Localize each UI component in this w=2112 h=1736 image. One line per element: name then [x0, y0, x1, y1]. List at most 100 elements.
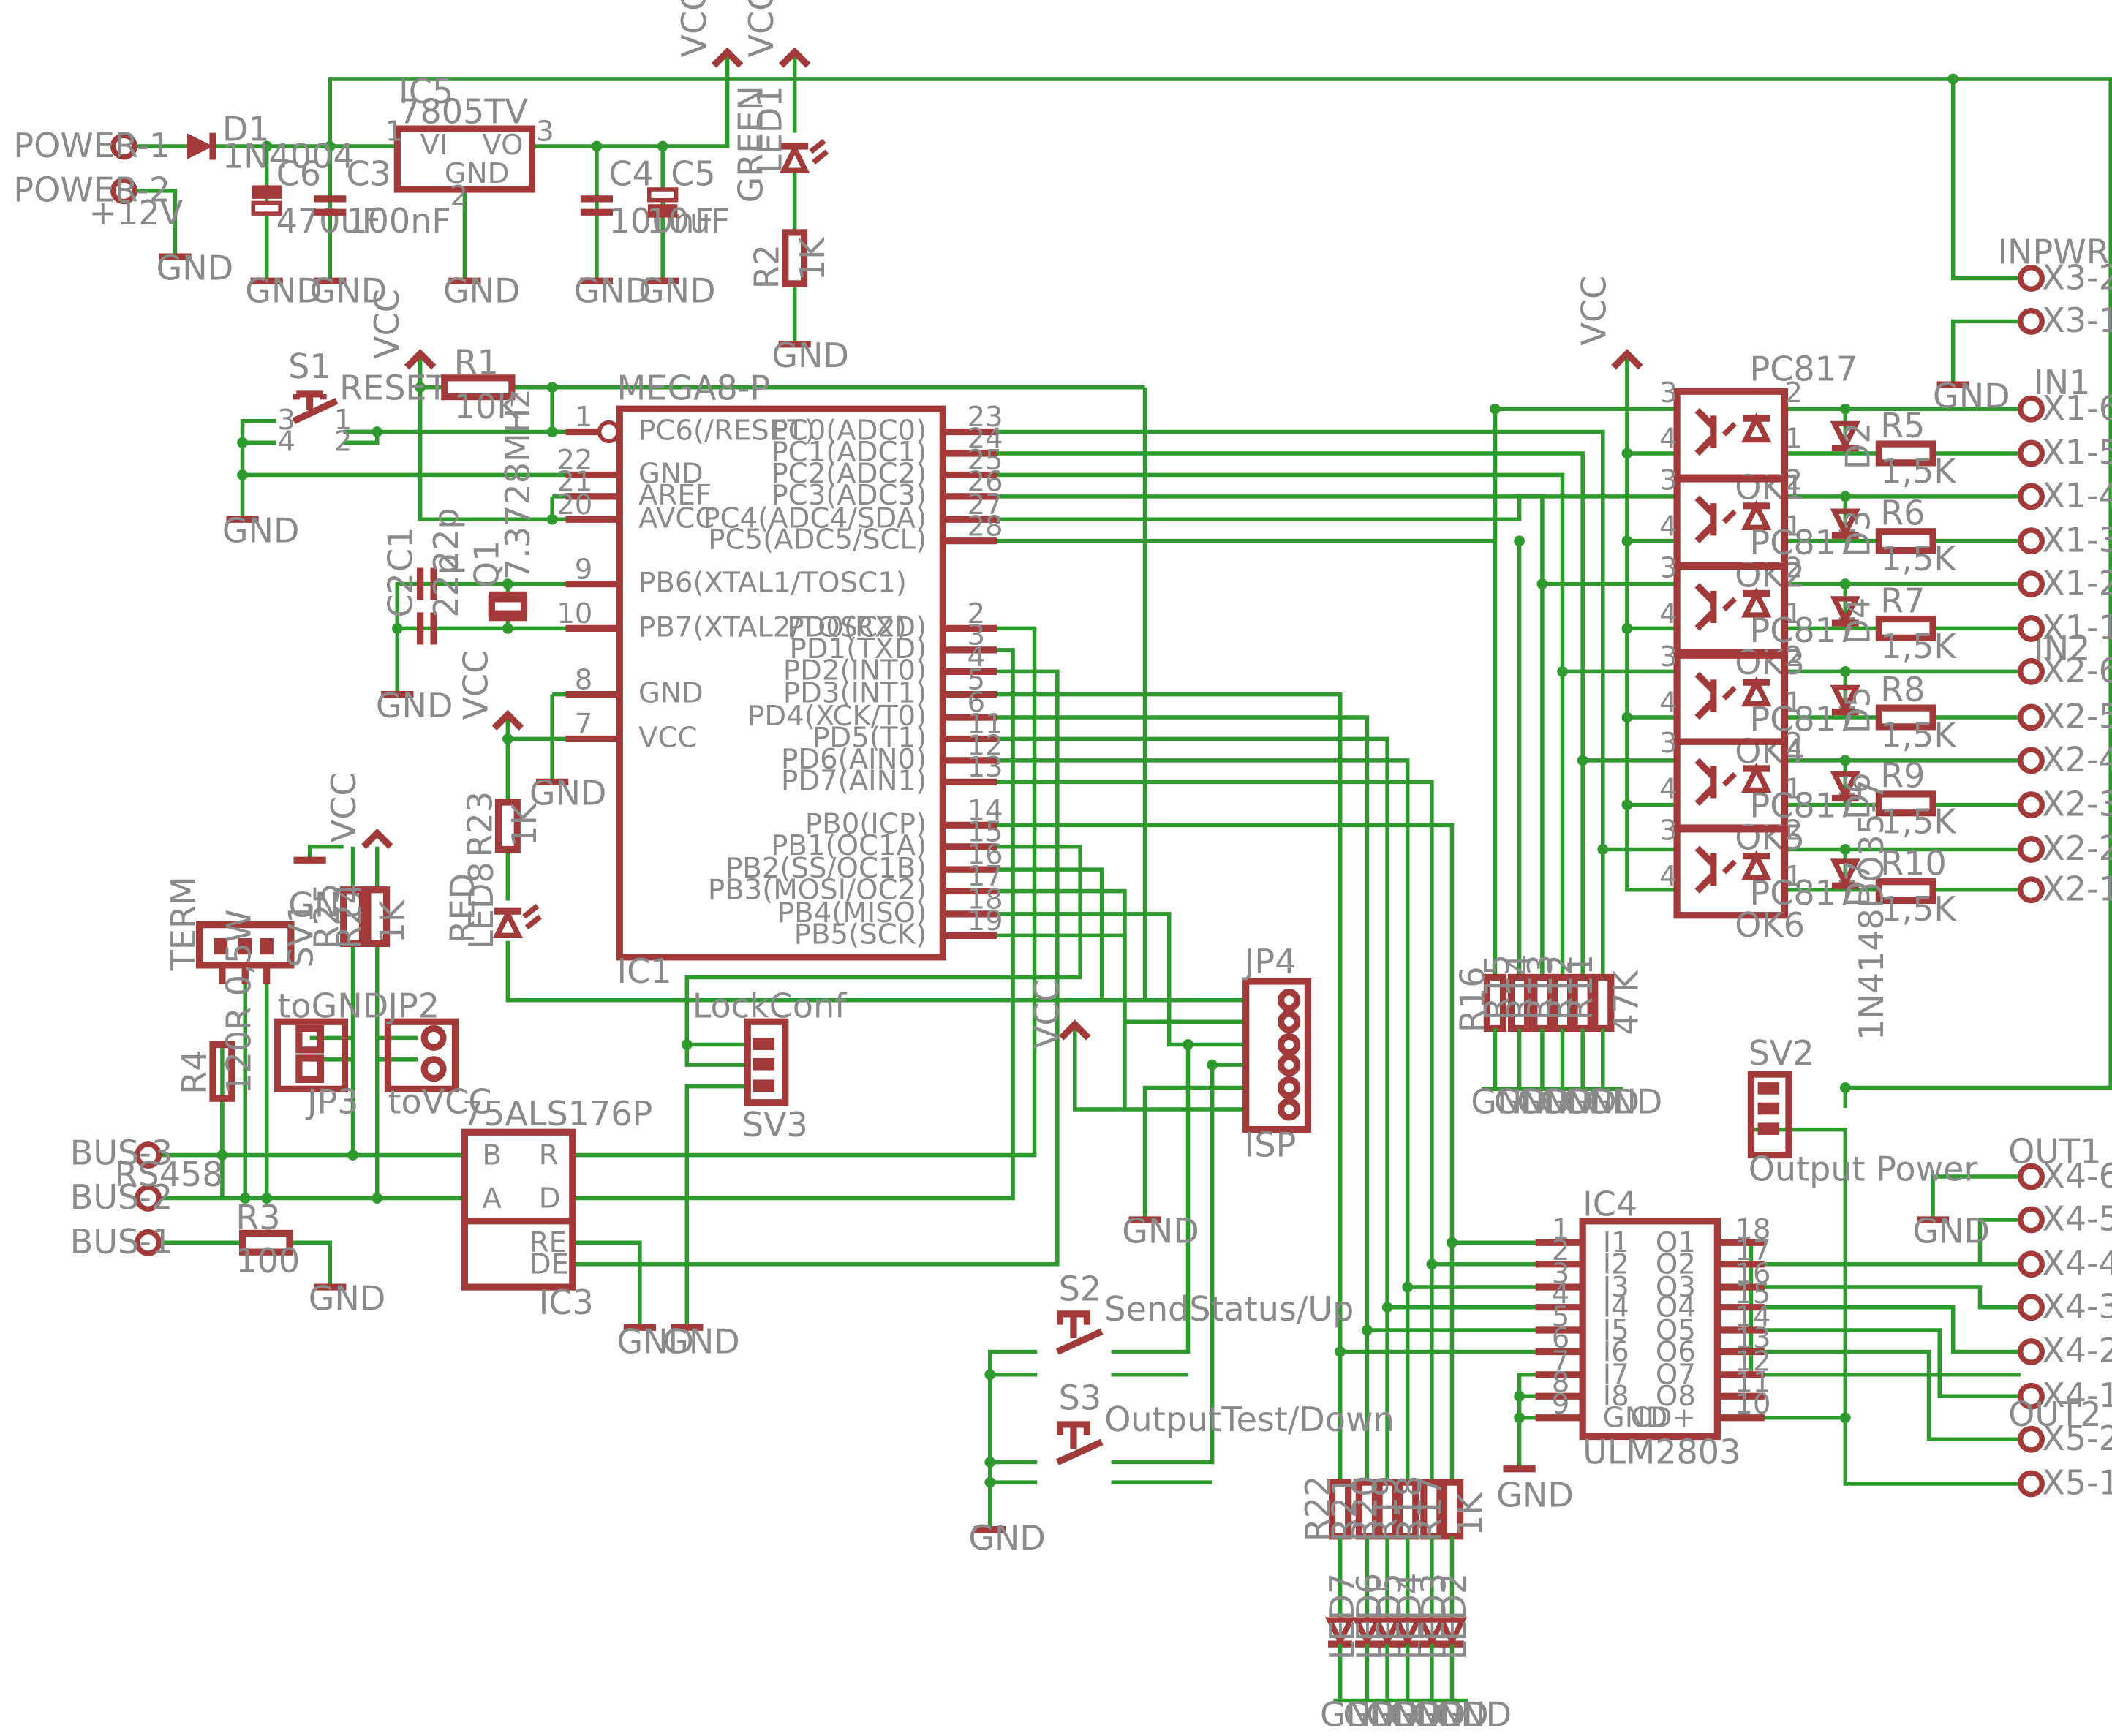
indicator-led-symbol	[1392, 1617, 1423, 1648]
screw-terminal[interactable]	[2018, 527, 2045, 555]
led-resistor-name: R19	[1365, 1476, 1405, 1542]
s2-switch[interactable]	[1055, 1310, 1104, 1355]
out2-label: OUT2	[2008, 1395, 2101, 1434]
rs485-section: TERM SV1 R25 R24 1K R4 120R 0,5W toGND J…	[70, 876, 653, 1322]
gnd-label: GND	[968, 1518, 1046, 1558]
screw-terminal[interactable]	[2018, 308, 2045, 335]
screw-terminal[interactable]	[2018, 570, 2045, 598]
power-1-terminal[interactable]	[110, 132, 137, 160]
c1-label: C1	[381, 527, 420, 572]
ic1-pin-label: PD0(RXD)	[787, 611, 927, 644]
opto-light-arrow	[1721, 685, 1737, 701]
screw-terminal[interactable]	[2018, 265, 2045, 292]
ic4-pin-number: 9	[1552, 1388, 1570, 1421]
jp4-isp-header[interactable]	[1242, 978, 1312, 1133]
r1-value: 10K	[454, 387, 521, 426]
ic1-pin-number: 7	[575, 708, 593, 741]
s1-reset-switch[interactable]	[292, 390, 339, 424]
led-gnd: GND	[1411, 1695, 1489, 1732]
gnd-label: GND	[310, 271, 388, 311]
opto-resistor-name: R6	[1880, 494, 1925, 533]
pulldown-name: R12	[1540, 954, 1580, 1021]
ic1-pin-number: 10	[557, 597, 592, 630]
ic1-pin-label: GND	[638, 677, 704, 710]
opto-pin2: 2	[1784, 464, 1803, 497]
sv3-pins	[753, 1038, 775, 1092]
ic1-pin-number: 21	[557, 466, 592, 499]
ic4-pin-number: 15	[1735, 1278, 1770, 1310]
bus-2-label: BUS-2	[70, 1177, 173, 1217]
opto-light-arrow	[1721, 597, 1737, 612]
opto-pin4: 4	[1659, 423, 1678, 456]
screw-terminal[interactable]	[2018, 791, 2045, 819]
power-2-terminal[interactable]	[110, 177, 137, 205]
opto-pin1: 1	[1784, 510, 1803, 543]
ic4-pin-number: 12	[1735, 1345, 1770, 1378]
sv2-label: SV2	[1749, 1033, 1814, 1073]
screw-terminal[interactable]	[2018, 395, 2045, 423]
c1-value: 22p	[426, 507, 466, 572]
opto-pin3: 3	[1659, 641, 1678, 673]
led-resistor-name: R20	[1345, 1476, 1384, 1542]
r2-value: 1K	[793, 236, 832, 281]
gnd-label: GND	[376, 686, 453, 725]
screw-terminal[interactable]	[2018, 439, 2045, 467]
ic1-pin-number: 20	[557, 488, 592, 521]
bus-1-terminal[interactable]	[135, 1229, 162, 1256]
ic1-pin-number: 15	[967, 815, 1003, 848]
jp2-text: toVCC	[388, 1082, 491, 1121]
opto-transistor-collector	[1694, 583, 1716, 604]
screw-terminal[interactable]	[2018, 657, 2045, 685]
jp4-label: JP4	[1242, 942, 1297, 981]
r4-resistor	[209, 1041, 235, 1102]
s3-label: S3	[1059, 1378, 1102, 1418]
ic1-pin-label: PB3(MOSI/OC2)	[708, 874, 927, 907]
ic4-pin-number: 7	[1552, 1345, 1570, 1378]
led-gnd: GND	[1343, 1695, 1420, 1732]
jp3-jumper[interactable]	[274, 1018, 349, 1092]
screw-terminal[interactable]	[2018, 614, 2045, 642]
jp2-jumper[interactable]	[384, 1018, 459, 1092]
screw-terminal[interactable]	[2018, 876, 2045, 904]
ic1-pin-number: 27	[967, 488, 1003, 521]
screw-terminal[interactable]	[2018, 703, 2045, 731]
sv2-output-power[interactable]	[1747, 1071, 1792, 1159]
capacitor-c3-symbol	[314, 195, 347, 216]
opto-series-resistor	[1875, 790, 1936, 817]
ic1-pin-label: PC4(ADC4/SDA)	[703, 502, 927, 535]
bus-3-terminal[interactable]	[135, 1141, 162, 1169]
s3-switch[interactable]	[1055, 1421, 1104, 1465]
screw-terminal[interactable]	[2018, 1338, 2045, 1365]
opto-light-arrow	[1721, 771, 1737, 787]
bus-2-terminal[interactable]	[135, 1185, 162, 1212]
screw-terminal[interactable]	[2018, 483, 2045, 510]
screw-terminal[interactable]	[2018, 1425, 2045, 1453]
ic3-value: 75ALS176P	[462, 1094, 653, 1133]
opto-pin2: 2	[1784, 551, 1803, 584]
ic4-pin-label: I1	[1603, 1226, 1629, 1259]
screw-terminal[interactable]	[2018, 1470, 2045, 1498]
led8-symbol	[492, 903, 542, 939]
led-resistor-name: R21	[1325, 1476, 1365, 1542]
opto-resistor-value: 1,5K	[1880, 627, 1957, 666]
screw-terminal[interactable]	[2018, 1250, 2045, 1278]
opto-led-symbol	[1741, 412, 1772, 443]
pulldown-name: R16	[1453, 966, 1493, 1033]
sv3-lockconf[interactable]	[744, 1018, 789, 1106]
screw-terminal-label: X2-3	[2042, 784, 2112, 823]
screw-terminal[interactable]	[2018, 836, 2045, 863]
gnd-label: GND	[1122, 1211, 1199, 1250]
screw-terminal[interactable]	[2018, 747, 2045, 774]
reset-inverter-bubble	[597, 420, 621, 444]
led-gnd: GND	[1389, 1695, 1466, 1732]
capacitor-c5-symbol	[647, 187, 679, 218]
screw-terminal[interactable]	[2018, 1163, 2045, 1190]
d1-value: 1N4004	[222, 137, 355, 176]
screw-terminal[interactable]	[2018, 1382, 2045, 1410]
pulldown-name: R15	[1477, 954, 1517, 1021]
screw-terminal[interactable]	[2018, 1294, 2045, 1321]
screw-terminal[interactable]	[2018, 1206, 2045, 1234]
c6-value: 470uF	[276, 201, 382, 241]
bus-3-label: BUS-3	[70, 1133, 173, 1172]
